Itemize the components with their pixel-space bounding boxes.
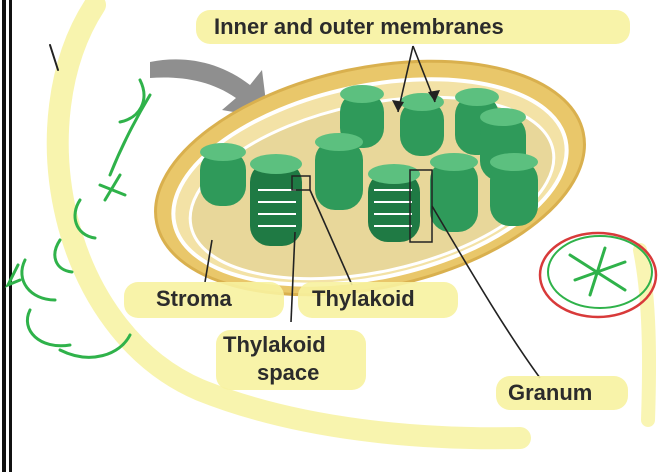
granum-stack-10	[490, 153, 538, 226]
granum-stack-2	[400, 93, 444, 156]
label-thylakoid-space-line1: Thylakoid	[223, 334, 326, 356]
label-stroma: Stroma	[156, 288, 232, 310]
granum-stack-9	[430, 153, 478, 232]
label-granum: Granum	[508, 382, 592, 404]
highlighter-right-stroke	[640, 250, 649, 420]
granum-stack-5	[200, 143, 246, 206]
label-thylakoid-space-line2: space	[257, 362, 319, 384]
label-membranes: Inner and outer membranes	[214, 16, 504, 38]
label-thylakoid: Thylakoid	[312, 288, 415, 310]
annotation-asterisk	[570, 248, 625, 295]
granum-stack-7	[315, 133, 363, 210]
